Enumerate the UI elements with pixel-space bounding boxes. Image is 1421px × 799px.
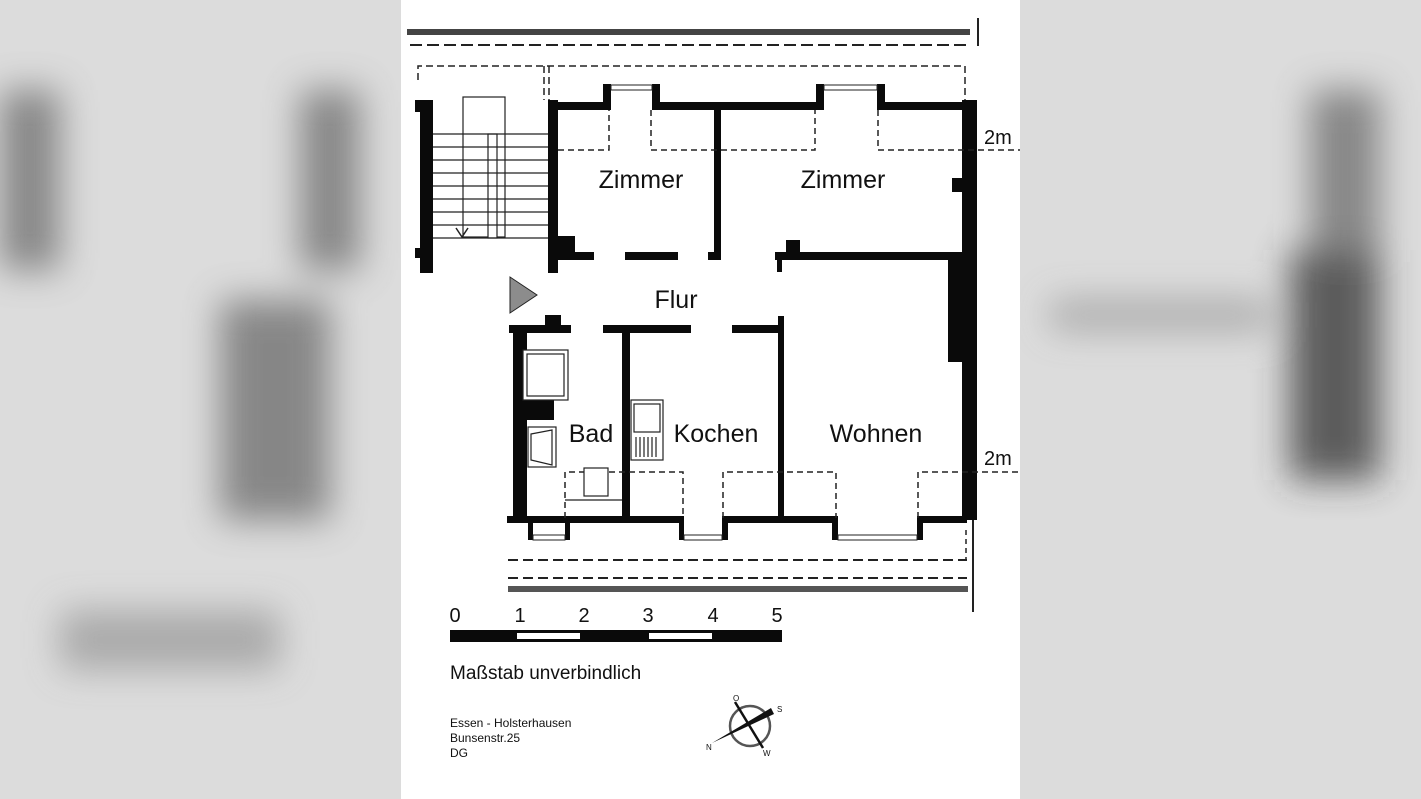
room-label-wohnen: Wohnen — [830, 420, 923, 448]
scale-tick: 1 — [514, 605, 525, 627]
height-marker-2m-bottom: 2m — [984, 448, 1012, 470]
address-floor: DG — [450, 746, 468, 760]
toilet-icon — [583, 467, 609, 497]
address-city: Essen - Holsterhausen — [450, 716, 571, 730]
scale-tick: 2 — [578, 605, 589, 627]
fixtures — [522, 349, 664, 501]
compass-letter: O — [733, 694, 739, 703]
room-label-kochen: Kochen — [674, 420, 759, 448]
scale-bar: 0 1 2 3 4 5 — [449, 605, 783, 642]
roof-lines — [407, 18, 979, 612]
staircase — [433, 96, 548, 239]
walls — [415, 84, 977, 540]
room-label-zimmer-2: Zimmer — [801, 166, 886, 194]
room-label-zimmer-1: Zimmer — [599, 166, 684, 194]
scale-tick: 4 — [707, 605, 718, 627]
plan-paper — [401, 0, 1020, 799]
height-2m-lines — [558, 110, 1020, 518]
room-label-bad: Bad — [569, 420, 613, 448]
scale-note: Maßstab unverbindlich — [450, 663, 641, 684]
entrance-arrow-icon — [509, 276, 538, 314]
scale-tick: 3 — [642, 605, 653, 627]
scale-tick: 5 — [771, 605, 782, 627]
windows — [532, 84, 918, 541]
address-street: Bunsenstr.25 — [450, 731, 520, 745]
height-marker-2m-top: 2m — [984, 127, 1012, 149]
room-label-flur: Flur — [654, 286, 697, 314]
compass-letter: S — [777, 705, 782, 714]
compass-letter: W — [763, 749, 771, 758]
scale-tick: 0 — [449, 605, 460, 627]
compass-letter: N — [706, 743, 712, 752]
compass-icon: O S W N — [706, 694, 782, 758]
